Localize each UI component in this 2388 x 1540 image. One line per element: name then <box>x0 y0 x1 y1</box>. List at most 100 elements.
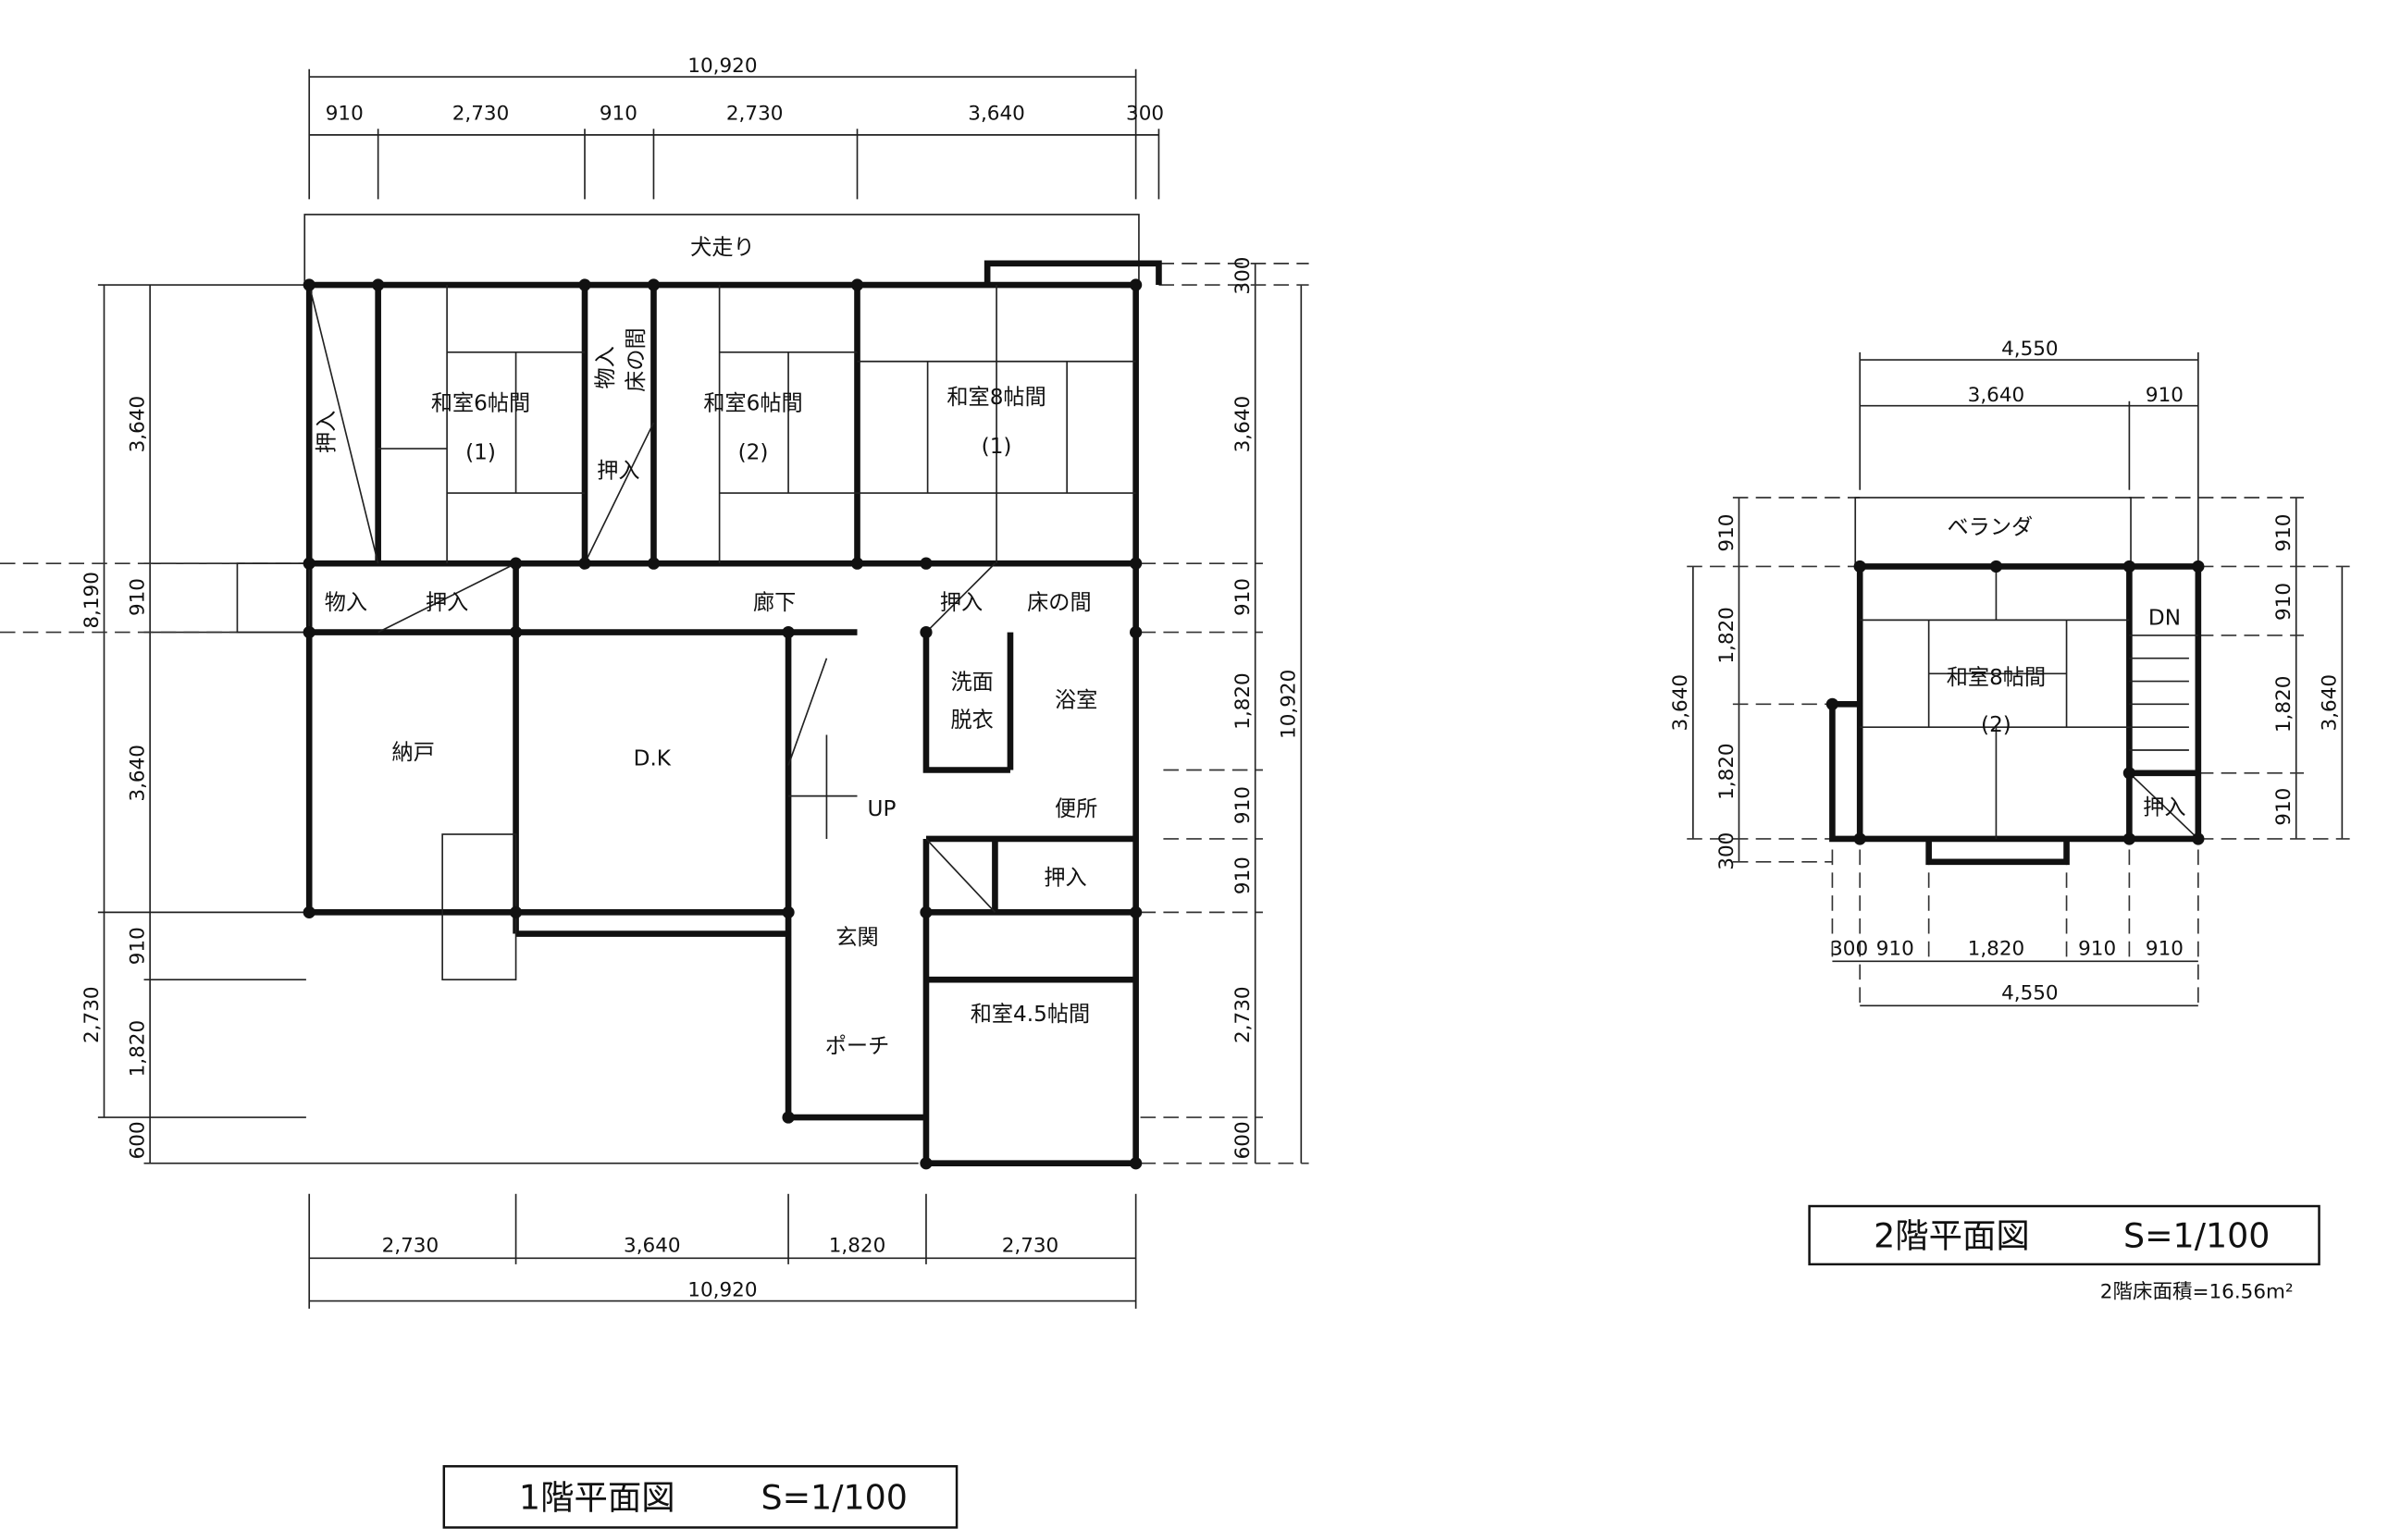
dim-left-2f: 300 <box>1715 832 1738 870</box>
label-monoire-top: 物入 <box>594 346 618 388</box>
label-washitsu8-1: 和室8帖間 <box>947 386 1046 410</box>
label-senmen: 洗面 <box>950 671 993 695</box>
dim-right: 1,820 <box>1231 672 1255 730</box>
room-labels: 犬走り 和室6帖間 (1) 和室6帖間 (2) 和室8帖間 (1) 押入 物入 … <box>316 236 1098 1059</box>
label-washitsu8-2-no: (2) <box>1981 713 2011 737</box>
dim-top: 3,640 <box>968 102 1025 125</box>
dim-top-total: 10,920 <box>687 55 757 78</box>
label-nando: 納戸 <box>392 741 435 765</box>
dim-right-2f: 1,820 <box>2272 676 2295 733</box>
dim-bottom: 3,640 <box>624 1235 681 1258</box>
dim-right: 3,640 <box>1231 396 1255 453</box>
label-oshiire-low: 押入 <box>1044 867 1086 891</box>
label-genkan: 玄関 <box>835 926 878 950</box>
dim-top-2f: 3,640 <box>1968 384 2025 407</box>
label-washitsu8-2: 和室8帖間 <box>1947 666 2046 690</box>
dimensions-top-2f: 4,550 3,640 910 <box>1859 338 2199 567</box>
label-veranda: ベランダ <box>1948 516 2034 540</box>
dim-left-2f: 1,820 <box>1715 743 1738 800</box>
label-tokonoma-right: 床の間 <box>1027 591 1091 615</box>
dim-bottom-2f: 910 <box>2146 938 2184 961</box>
plan2-title: 2階平面図 <box>1874 1216 2030 1256</box>
dim-left-2f: 910 <box>1715 514 1738 552</box>
label-porch: ポーチ <box>825 1035 889 1059</box>
label-datsui: 脱衣 <box>950 708 993 733</box>
label-yokushitsu: 浴室 <box>1055 689 1097 713</box>
label-oshiire-left: 押入 <box>316 411 340 453</box>
tatami-lines <box>377 285 1136 839</box>
first-floor-plan: 10,920 910 2,730 910 2,730 3,640 300 2,7… <box>0 55 1309 1529</box>
dim-right: 910 <box>1231 856 1255 894</box>
label-washitsu6-2-no: (2) <box>738 441 769 465</box>
dim-bottom-2f: 300 <box>1830 938 1868 961</box>
dim-top: 910 <box>326 102 364 125</box>
label-washitsu6-1-no: (1) <box>465 441 496 465</box>
dim-top: 910 <box>600 102 637 125</box>
dim-right-total: 10,920 <box>1278 670 1301 739</box>
label-dk: D.K <box>634 747 672 771</box>
dim-bottom-2f: 910 <box>2078 938 2116 961</box>
title-box-floor1 <box>442 1465 959 1529</box>
dim-left: 1,820 <box>127 1020 150 1078</box>
dim-top: 300 <box>1126 102 1164 125</box>
dim-right: 600 <box>1231 1121 1255 1159</box>
dim-bottom-total: 10,920 <box>687 1279 757 1302</box>
dim-left-total-2f: 3,640 <box>1669 674 1692 732</box>
plan1-title: 1階平面図 <box>519 1478 675 1518</box>
dimensions-left: 3,640 910 3,640 600 8,190 2,730 910 1,82… <box>80 284 919 1164</box>
dim-top-total-2f: 4,550 <box>2001 338 2059 361</box>
dimensions-right-2f: 910 910 1,820 910 3,640 <box>2129 497 2350 840</box>
dim-left: 910 <box>127 578 150 616</box>
label-oshiire-hall: 押入 <box>426 591 468 615</box>
dim-bottom: 2,730 <box>382 1235 439 1258</box>
dim-top: 2,730 <box>452 102 510 125</box>
second-floor-plan: 4,550 3,640 910 300 910 1,820 910 910 4,… <box>1669 338 2350 1303</box>
dim-left: 3,640 <box>127 745 150 802</box>
dim-left-2f: 1,820 <box>1715 607 1738 664</box>
dimensions-bottom-2f: 300 910 1,820 910 910 4,550 <box>1830 849 2199 1011</box>
plan2-scale: S=1/100 <box>2123 1216 2270 1256</box>
dim-top-2f: 910 <box>2146 384 2184 407</box>
dim-left: 600 <box>127 1121 150 1159</box>
dim-right: 910 <box>1231 786 1255 824</box>
dim-bottom-2f: 1,820 <box>1968 938 2025 961</box>
label-monoire-left: 物入 <box>325 591 367 615</box>
posts-2f <box>1825 560 2205 845</box>
label-oshiire-2f: 押入 <box>2143 795 2185 819</box>
label-oshiire-mid: 押入 <box>597 459 639 483</box>
dim-right-2f: 910 <box>2272 583 2295 621</box>
label-washitsu45: 和室4.5帖間 <box>971 1003 1090 1027</box>
label-benjo: 便所 <box>1055 797 1097 821</box>
label-tokonoma-top: 床の間 <box>625 327 649 391</box>
dim-right: 2,730 <box>1231 986 1255 1043</box>
label-rouka: 廊下 <box>753 591 796 615</box>
dim-bottom: 2,730 <box>1002 1235 1059 1258</box>
label-inubashiri: 犬走り <box>690 236 754 260</box>
dim-bottom-total-2f: 4,550 <box>2001 982 2059 1005</box>
label-dn: DN <box>2148 606 2181 630</box>
dim-right-2f: 910 <box>2272 788 2295 826</box>
label-washitsu8-1-no: (1) <box>982 435 1012 459</box>
label-washitsu6-2: 和室6帖間 <box>703 392 802 416</box>
dim-right-2f: 910 <box>2272 514 2295 552</box>
plan2-floor-area: 2階床面積=16.56m² <box>2100 1280 2294 1303</box>
label-oshiire-right: 押入 <box>940 591 983 615</box>
label-up: UP <box>868 797 897 821</box>
title-box-floor2 <box>1808 1204 2320 1266</box>
dim-right-total-2f: 3,640 <box>2319 674 2342 732</box>
dimensions-left-2f: 910 1,820 1,820 300 3,640 <box>1669 497 1861 870</box>
dim-left: 2,730 <box>80 986 104 1043</box>
plan1-scale: S=1/100 <box>761 1478 907 1518</box>
dim-right: 910 <box>1231 578 1255 616</box>
dim-left: 3,640 <box>127 396 150 453</box>
dimensions-right: 300 3,640 910 1,820 910 910 2,730 600 10… <box>1140 257 1309 1164</box>
label-washitsu6-1: 和室6帖間 <box>431 392 530 416</box>
dim-bottom-2f: 910 <box>1876 938 1914 961</box>
dim-left: 910 <box>127 927 150 965</box>
posts <box>303 278 1143 1170</box>
dim-left-total: 8,190 <box>80 572 104 629</box>
dimensions-bottom: 2,730 3,640 1,820 2,730 10,920 <box>308 1193 1137 1309</box>
dimensions-top: 10,920 910 2,730 910 2,730 3,640 300 <box>308 55 1164 200</box>
dim-bottom: 1,820 <box>829 1235 886 1258</box>
